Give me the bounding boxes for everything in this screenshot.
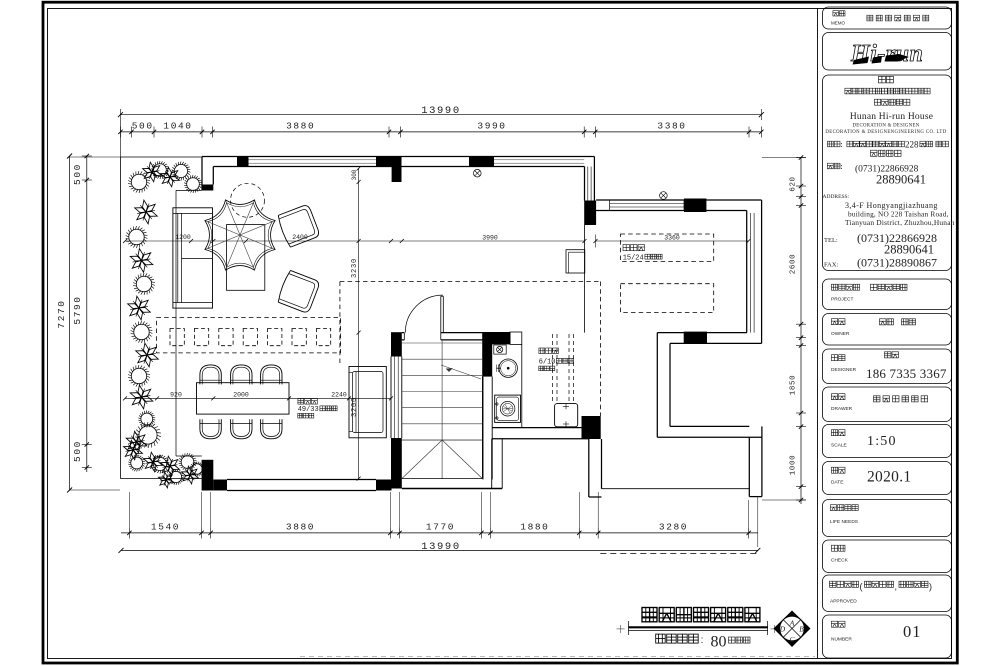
svg-text:186 7335 3367: 186 7335 3367 (866, 366, 947, 381)
svg-text:DECORATION & DESIGNEN: DECORATION & DESIGNEN (852, 124, 919, 129)
svg-text:C: C (789, 635, 795, 644)
svg-text:DECORATION & DESIGNENGINEERING: DECORATION & DESIGNENGINEERING CO. LTD (825, 130, 946, 135)
svg-text:300: 300 (351, 169, 358, 180)
svg-text:01: 01 (903, 622, 922, 641)
svg-text:B: B (799, 625, 804, 634)
svg-text:2600: 2600 (790, 254, 798, 274)
svg-text:TEL:: TEL: (824, 237, 838, 244)
svg-text:DESIGNER: DESIGNER (831, 367, 857, 373)
svg-text:80: 80 (711, 634, 727, 651)
svg-text:3280: 3280 (659, 522, 688, 533)
svg-text:3360: 3360 (664, 235, 680, 242)
svg-text:2020.1: 2020.1 (867, 469, 911, 486)
svg-text:2240: 2240 (331, 392, 347, 399)
svg-text:3990: 3990 (477, 121, 506, 132)
svg-text:OWNER: OWNER (831, 331, 850, 337)
svg-text:PROJECT: PROJECT (831, 297, 853, 303)
svg-text::: : (839, 164, 843, 172)
svg-text:SCALE: SCALE (831, 443, 847, 449)
svg-text:3880: 3880 (286, 121, 315, 132)
svg-text:(0731)22866928: (0731)22866928 (857, 231, 937, 245)
svg-text:(0731)28890867: (0731)28890867 (857, 256, 937, 270)
svg-text:6/10: 6/10 (539, 359, 556, 367)
svg-text::: : (839, 142, 843, 150)
svg-text:2000: 2000 (233, 392, 249, 399)
svg-text:3,4-F Hongyangjiazhuang: 3,4-F Hongyangjiazhuang (845, 201, 938, 210)
svg-text:,: , (895, 582, 898, 592)
svg-text:DRAWER: DRAWER (831, 406, 853, 412)
svg-text:D: D (779, 625, 786, 634)
svg-text:Hunan Hi-run House: Hunan Hi-run House (850, 112, 933, 122)
svg-text:building, NO 228 Taishan Road,: building, NO 228 Taishan Road, (848, 210, 949, 219)
svg-text:49/33: 49/33 (298, 406, 319, 414)
svg-text:500: 500 (72, 440, 83, 462)
svg-text:500: 500 (72, 163, 83, 185)
svg-text:1:50: 1:50 (867, 434, 897, 449)
svg-text:620: 620 (790, 176, 798, 191)
svg-text:CHECK: CHECK (831, 558, 849, 564)
svg-text:15/24: 15/24 (623, 254, 644, 262)
svg-text:1770: 1770 (426, 522, 455, 533)
svg-text:13990: 13990 (421, 105, 461, 117)
svg-text:500: 500 (132, 121, 154, 132)
svg-text:28890641: 28890641 (876, 173, 926, 187)
svg-text:MEMO: MEMO (831, 21, 845, 26)
svg-text:1880: 1880 (520, 522, 549, 533)
svg-text:): ) (929, 582, 932, 592)
svg-text:(0731)22866928: (0731)22866928 (855, 164, 919, 175)
svg-text:13990: 13990 (421, 541, 461, 553)
svg-text:3200: 3200 (351, 397, 359, 417)
svg-text:1200: 1200 (175, 234, 191, 241)
svg-text:DATE: DATE (831, 480, 843, 486)
svg-text:NUMBER: NUMBER (831, 637, 852, 643)
svg-text::: : (701, 635, 704, 646)
svg-text:3990: 3990 (482, 235, 498, 242)
svg-text:7270: 7270 (56, 299, 67, 328)
svg-text:LIFE NEEDS: LIFE NEEDS (830, 519, 858, 525)
svg-text:A: A (789, 619, 795, 628)
svg-text:Tianyuan District, Zhuzhou,Hun: Tianyuan District, Zhuzhou,Hunan (845, 218, 955, 227)
svg-text:228: 228 (905, 140, 919, 150)
svg-text:1850: 1850 (790, 375, 798, 395)
svg-text:1540: 1540 (151, 522, 180, 533)
svg-text:3880: 3880 (286, 522, 315, 533)
svg-text:3230: 3230 (351, 258, 359, 278)
svg-text:920: 920 (170, 392, 182, 399)
svg-text:3380: 3380 (657, 121, 686, 132)
svg-text:5790: 5790 (72, 295, 83, 324)
svg-text:(: ( (860, 582, 863, 592)
svg-text:2400: 2400 (292, 234, 308, 241)
svg-text:1000: 1000 (790, 455, 798, 475)
svg-text:1040: 1040 (163, 121, 192, 132)
svg-text:APPROVED: APPROVED (830, 599, 857, 605)
svg-text:ADDRESS:: ADDRESS: (823, 194, 850, 200)
svg-text:28890641: 28890641 (884, 243, 934, 257)
svg-text:FAX:: FAX: (824, 262, 839, 269)
